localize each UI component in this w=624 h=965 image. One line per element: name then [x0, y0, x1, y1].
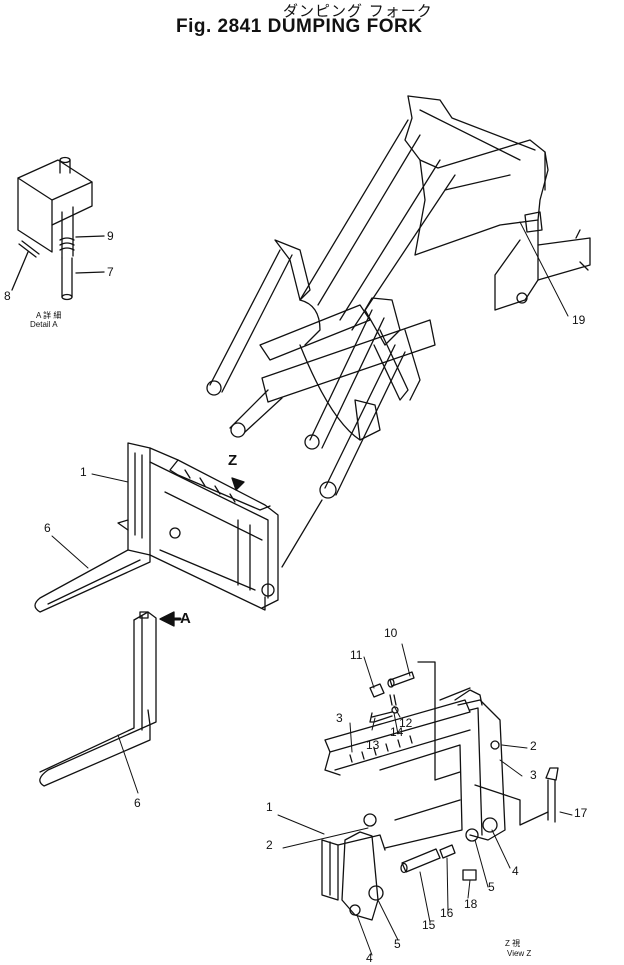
callout-1-view-z: 1	[266, 800, 273, 814]
fork-tine	[39, 611, 157, 787]
callout-10: 10	[384, 626, 398, 640]
callout-9: 9	[107, 229, 114, 243]
callout-4-right: 4	[512, 864, 519, 878]
callout-3-left: 3	[336, 711, 343, 725]
callout-7: 7	[107, 265, 114, 279]
view-a-arrow	[159, 611, 175, 627]
callout-6-tine: 6	[134, 796, 141, 810]
callout-19: 19	[572, 313, 586, 327]
leader-line	[281, 499, 323, 568]
callout-15: 15	[422, 918, 436, 932]
callout-6-assembled: 6	[44, 521, 51, 535]
callout-1: 1	[80, 465, 87, 479]
detail-a-caption-japanese: A 詳 細	[36, 311, 62, 320]
callout-3-right: 3	[530, 768, 537, 782]
callout-12: 12	[399, 716, 413, 730]
callout-13: 13	[366, 738, 380, 752]
view-z-arrow	[231, 477, 245, 491]
callout-14: 14	[390, 725, 404, 739]
callout-17: 17	[574, 806, 588, 820]
callout-2-left: 2	[266, 838, 273, 852]
view-z-caption: View Z	[507, 949, 532, 958]
callout-5-right: 5	[488, 880, 495, 894]
detail-a-pin-assembly	[11, 156, 105, 301]
callout-5-left: 5	[394, 937, 401, 951]
callout-11: 11	[350, 648, 363, 662]
view-z-caption-japanese: Z 視	[505, 939, 521, 948]
figure-title-japanese: ダンピング フォーク	[283, 2, 433, 20]
view-z-carriage	[321, 661, 559, 921]
fork-carriage-assembly	[34, 442, 279, 613]
callout-16: 16	[440, 906, 454, 920]
callout-18: 18	[464, 897, 478, 911]
callout-leaders	[51, 221, 573, 956]
view-a-marker: A	[180, 610, 191, 627]
loader-lift-arm-frame	[206, 95, 591, 499]
callout-4-left: 4	[366, 951, 373, 965]
callout-2-right: 2	[530, 739, 537, 753]
detail-a-caption: Detail A	[30, 320, 58, 329]
view-z-marker: Z	[228, 452, 238, 469]
callout-8: 8	[4, 289, 11, 303]
figure-title: Fig. 2841 DUMPING FORK	[176, 16, 423, 37]
